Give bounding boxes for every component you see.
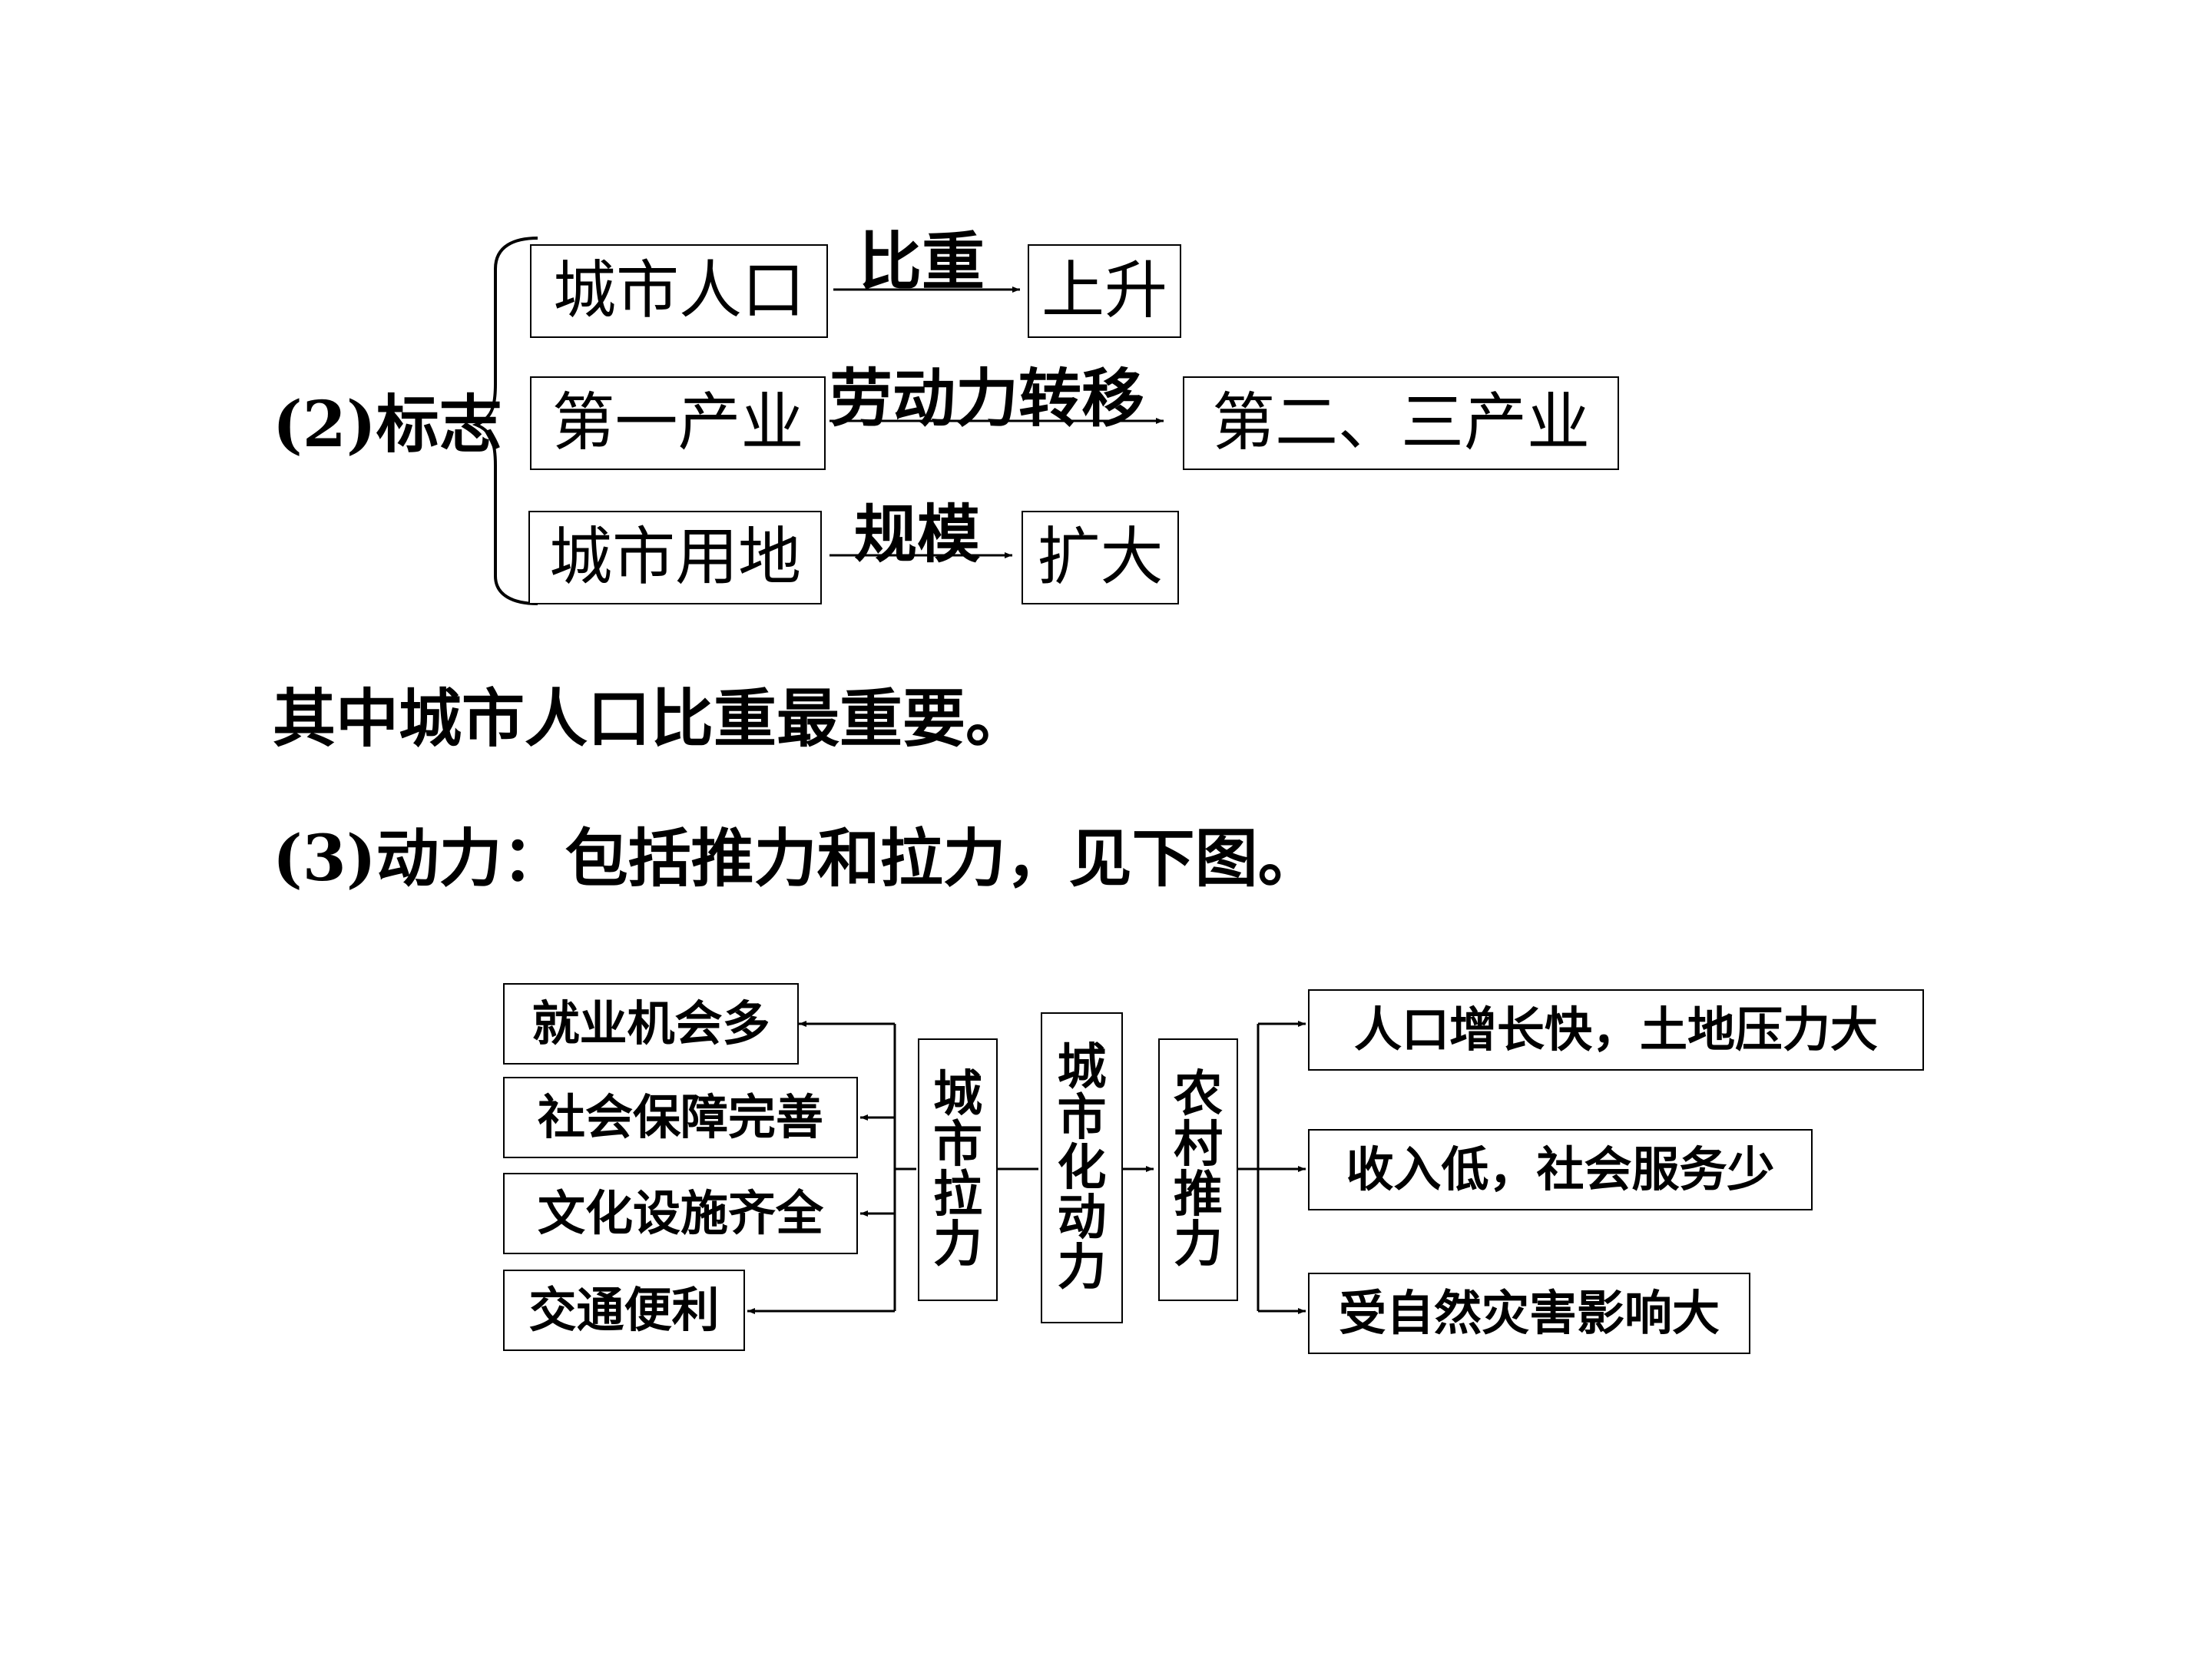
box-rise: 上升 (1028, 244, 1181, 338)
box-secondary-tertiary-industry: 第二、三产业 (1183, 376, 1619, 470)
urban-pull-char: 市 (933, 1115, 982, 1174)
urban-pull-char: 城 (933, 1065, 982, 1124)
relation-labor-transfer: 劳动力转移 (830, 362, 1145, 435)
pull-item-cultural-facilities: 文化设施齐全 (503, 1173, 858, 1254)
center-char: 化 (1057, 1138, 1107, 1197)
box-urban-population: 城市人口 (530, 244, 828, 338)
push-item-natural-disasters: 受自然灾害影响大 (1308, 1273, 1750, 1354)
pull-item-transport: 交通便利 (503, 1270, 745, 1351)
relation-scale: 规模 (854, 498, 981, 571)
urban-pull-char: 力 (933, 1216, 982, 1274)
rural-push-char: 力 (1174, 1216, 1223, 1274)
rural-push-box: 农 村 推 力 (1158, 1038, 1238, 1301)
urban-pull-box: 城 市 拉 力 (918, 1038, 998, 1301)
pull-item-social-security: 社会保障完善 (503, 1077, 858, 1158)
center-char: 动 (1057, 1189, 1107, 1247)
rural-push-char: 推 (1174, 1166, 1223, 1224)
relation-proportion: 比重 (859, 225, 985, 299)
box-expand: 扩大 (1022, 511, 1179, 604)
urbanization-driver-box: 城 市 化 动 力 (1041, 1012, 1123, 1323)
push-item-population-growth: 人口增长快，土地压力大 (1308, 989, 1924, 1071)
note-text: 其中城市人口比重最重要。 (273, 682, 1029, 756)
center-char: 城 (1057, 1038, 1107, 1097)
push-item-low-income: 收入低，社会服务少 (1308, 1129, 1813, 1210)
urban-pull-char: 拉 (933, 1166, 982, 1224)
pull-item-jobs: 就业机会多 (503, 983, 799, 1065)
rural-push-char: 农 (1174, 1065, 1223, 1124)
box-primary-industry: 第一产业 (530, 376, 826, 470)
section3-label: (3)动力：包括推力和拉力，见下图。 (273, 822, 1321, 896)
center-char: 市 (1057, 1088, 1107, 1147)
section2-label: (2)标志 (273, 388, 502, 462)
center-char: 力 (1057, 1239, 1107, 1297)
rural-push-char: 村 (1174, 1115, 1223, 1174)
box-urban-land: 城市用地 (528, 511, 822, 604)
